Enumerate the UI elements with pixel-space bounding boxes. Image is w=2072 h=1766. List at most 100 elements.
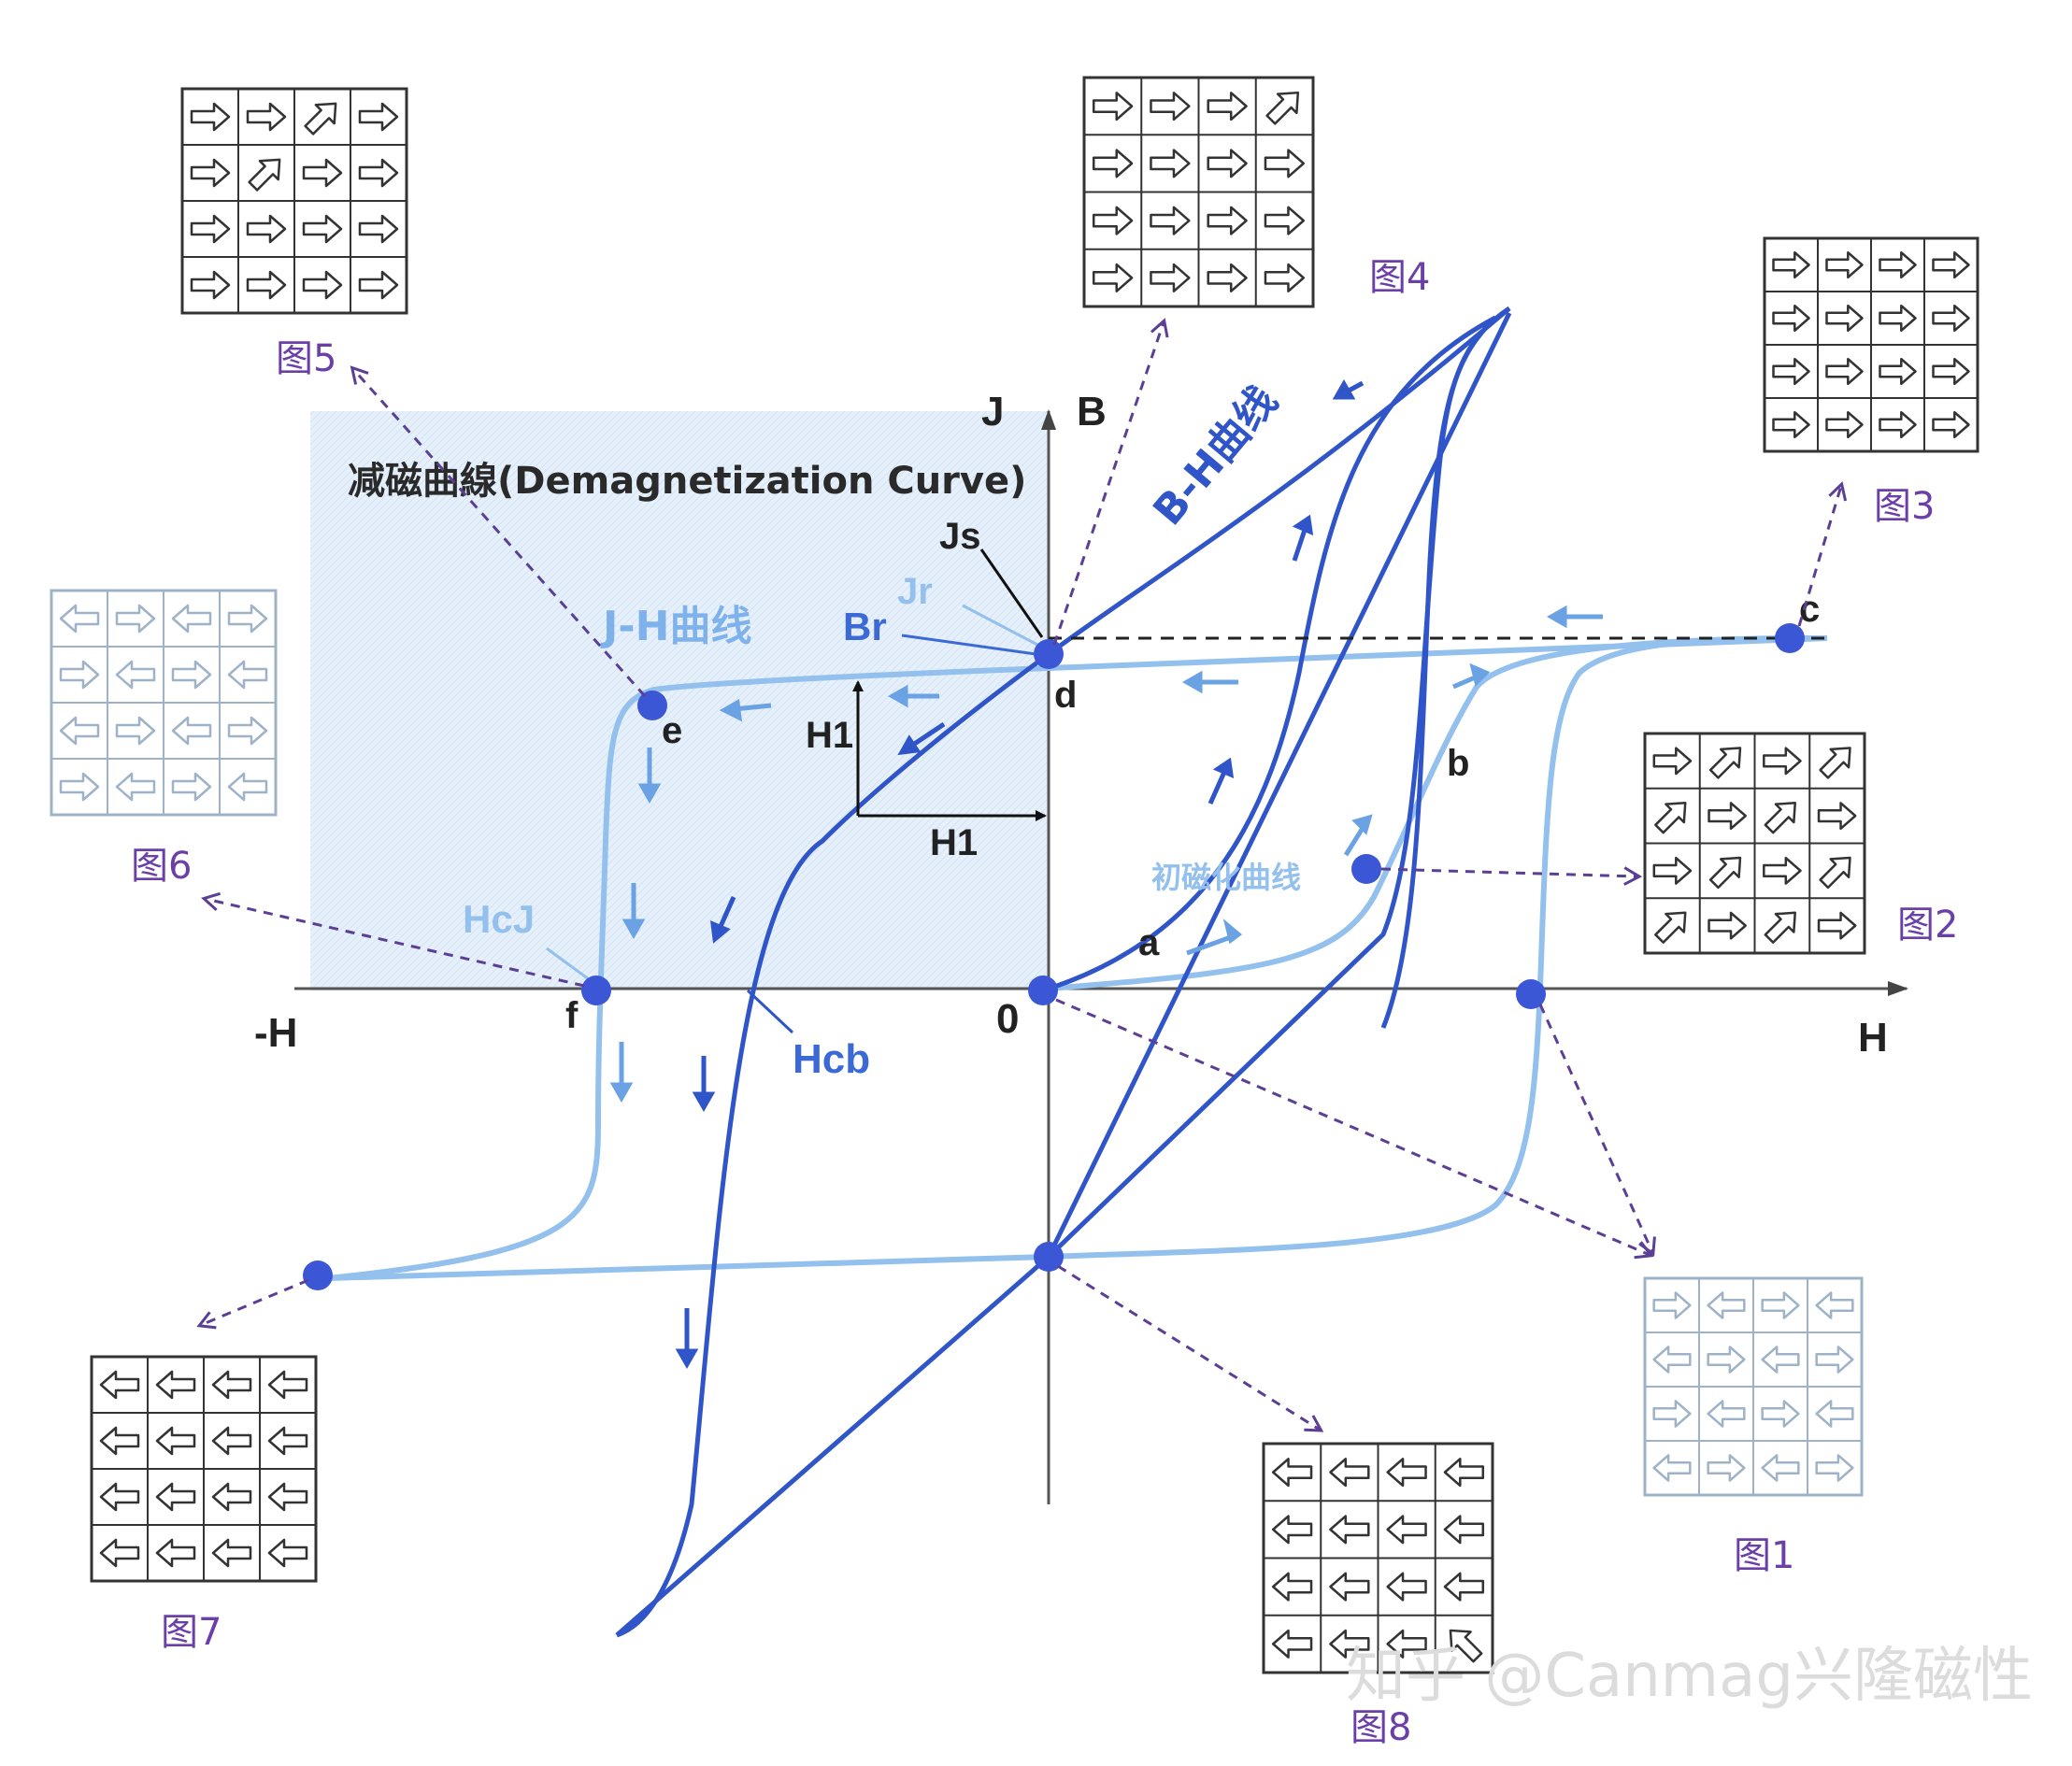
domain-arrow-icon (1932, 304, 1970, 333)
domain-arrow-icon (1761, 1346, 1800, 1374)
bh-curve-ascending (1048, 315, 1497, 1029)
figure-5-caption: 图5 (276, 337, 336, 380)
domain-arrow-icon (1772, 250, 1810, 279)
br-label: Br (843, 605, 887, 648)
domain-arrow-icon (358, 102, 399, 132)
domain-arrow-icon (1815, 1400, 1854, 1428)
br-leader (901, 634, 1036, 656)
domain-arrow-icon (302, 158, 343, 188)
domain-arrow-icon (1652, 1454, 1692, 1482)
figure-6-caption: 图6 (131, 845, 192, 888)
watermark: 知乎 @Canmag兴隆磁性 (1346, 1642, 2033, 1711)
bh-curve-label: B-H曲线 (1144, 377, 1287, 534)
domain-arrow-icon (1817, 911, 1857, 940)
axis-label-j: J (981, 389, 1004, 434)
figure-3 (1763, 236, 1979, 453)
domain-arrow-icon (1652, 1346, 1692, 1374)
point-e (637, 691, 667, 720)
domain-arrow-icon (1819, 856, 1851, 890)
point-f (581, 976, 611, 1005)
domain-arrow-icon (1207, 263, 1248, 292)
domain-arrow-icon (1708, 856, 1742, 890)
domain-arrow-icon (302, 214, 343, 244)
domain-arrow-icon (1764, 911, 1796, 944)
domain-arrow-icon (1271, 1572, 1313, 1602)
domain-arrow-icon (190, 214, 231, 244)
demagnetization-title: 减磁曲線(Demagnetization Curve) (348, 460, 1026, 503)
domain-arrow-icon (1092, 206, 1134, 235)
domain-arrow-icon (227, 772, 268, 802)
jh-curve-descending (326, 635, 1828, 1281)
domain-arrow-icon (99, 1426, 140, 1456)
figure-4-caption: 图4 (1369, 256, 1430, 299)
domain-arrow-icon (171, 660, 212, 690)
domain-arrow-icon (1654, 802, 1687, 834)
demagnetization-region (310, 411, 1049, 990)
domain-arrow-icon (1207, 206, 1248, 235)
domain-arrow-icon (1092, 149, 1134, 178)
point-label-f: f (565, 995, 579, 1036)
domain-arrow-icon (1265, 91, 1300, 125)
domain-arrow-icon (267, 1426, 308, 1456)
figure-2 (1643, 732, 1866, 955)
domain-arrow-icon (1443, 1572, 1485, 1602)
point-initial (1351, 854, 1381, 884)
domain-arrow-icon (171, 716, 212, 746)
domain-arrow-icon (358, 158, 399, 188)
js-leader (979, 548, 1044, 638)
domain-arrow-icon (1761, 1400, 1800, 1428)
domain-arrow-icon (267, 1482, 308, 1512)
figure-6 (50, 589, 278, 817)
domain-arrow-icon (1825, 250, 1864, 279)
domain-arrow-icon (1329, 1629, 1370, 1659)
figure-3-caption: 图3 (1874, 485, 1935, 528)
js-label: Js (939, 516, 981, 557)
domain-arrow-icon (1879, 410, 1917, 439)
point-neg-saturation (303, 1260, 333, 1290)
domain-arrow-icon (1708, 802, 1747, 831)
point-label-e: e (662, 710, 682, 751)
point-markers (303, 623, 1805, 1290)
jh-curve-label: J-H曲线 (600, 603, 751, 650)
domain-arrow-icon (1761, 1291, 1800, 1319)
domain-arrow-icon (1150, 92, 1191, 121)
origin-label: 0 (996, 996, 1019, 1042)
domain-arrow-icon (1329, 1458, 1370, 1488)
initial-curve-label: 初磁化曲线 (1151, 860, 1301, 895)
domain-arrow-icon (304, 102, 337, 135)
domain-arrow-icon (115, 604, 156, 634)
domain-arrow-icon (1386, 1629, 1427, 1659)
bh-direction-arrows (675, 378, 1365, 1370)
point-label-c: c (1799, 589, 1820, 630)
axis-label-b: B (1077, 389, 1107, 434)
domain-arrow-icon (1772, 410, 1810, 439)
domain-arrow-icon (248, 158, 281, 192)
domain-arrow-icon (246, 102, 287, 132)
domain-arrow-icon (1932, 410, 1970, 439)
jr-leader (962, 604, 1038, 647)
domain-arrow-icon (59, 772, 100, 802)
domain-arrow-icon (1879, 304, 1917, 333)
domain-arrow-icon (1652, 1291, 1692, 1319)
domain-arrow-icon (1707, 1291, 1746, 1319)
domain-arrow-icon (99, 1370, 140, 1400)
domain-arrow-icon (1707, 1400, 1746, 1428)
bh-curve-upper (1047, 306, 1511, 1259)
domain-arrow-icon (211, 1426, 252, 1456)
domain-arrow-icon (1443, 1515, 1485, 1545)
domain-arrow-icon (1825, 304, 1864, 333)
domain-arrow-icon (1815, 1291, 1854, 1319)
domain-arrow-icon (267, 1370, 308, 1400)
domain-arrow-icon (171, 772, 212, 802)
domain-arrow-icon (1707, 1346, 1746, 1374)
point-origin (1028, 976, 1058, 1005)
h1-label-horizontal: H1 (930, 822, 978, 863)
domain-arrow-icon (267, 1538, 308, 1568)
domain-arrow-icon (227, 604, 268, 634)
domain-arrow-icon (1817, 802, 1857, 831)
domain-arrow-icon (1264, 263, 1306, 292)
domain-arrow-icon (59, 716, 100, 746)
domain-arrow-icon (155, 1426, 196, 1456)
domain-arrow-icon (246, 270, 287, 300)
domain-arrow-icon (358, 270, 399, 300)
